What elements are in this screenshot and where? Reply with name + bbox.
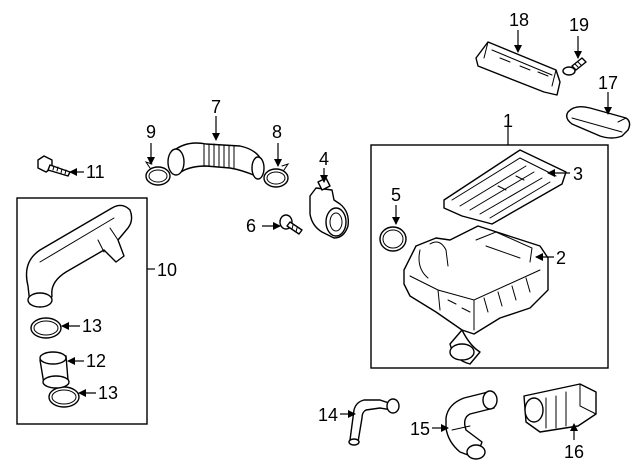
part-17-cover <box>565 105 631 139</box>
callout-7: 7 <box>211 97 221 117</box>
callout-13-lower: 13 <box>98 383 118 403</box>
part-4-mass-air-flow-sensor <box>309 177 350 239</box>
callout-2: 2 <box>556 248 566 268</box>
part-3-air-filter-element <box>443 149 567 225</box>
part-7-intake-duct <box>167 142 265 180</box>
part-5-seal <box>379 226 407 252</box>
callout-17: 17 <box>598 73 618 93</box>
callout-10: 10 <box>157 260 177 280</box>
callout-16: 16 <box>564 442 584 462</box>
callout-3: 3 <box>573 164 583 184</box>
callout-5: 5 <box>391 185 401 205</box>
callout-19: 19 <box>569 15 589 35</box>
air-cleaner-assembly-box <box>370 144 609 369</box>
callout-11: 11 <box>86 162 105 182</box>
part-15-elbow-hose <box>445 390 498 460</box>
part-12-coupler <box>39 351 70 389</box>
part-10-intake-tube <box>25 204 133 308</box>
part-11-bolt <box>37 155 71 177</box>
part-6-screw <box>279 214 303 235</box>
callout-6: 6 <box>246 216 256 236</box>
callout-8: 8 <box>272 122 282 142</box>
callout-4: 4 <box>319 149 329 169</box>
callout-15: 15 <box>410 419 430 439</box>
part-19-bolt <box>562 57 587 76</box>
part-16-resonator-duct <box>523 383 597 433</box>
part-18-cover-bracket <box>475 41 561 96</box>
callout-9: 9 <box>146 122 156 142</box>
part-14-vent-hose <box>348 398 400 446</box>
callout-14: 14 <box>318 405 338 425</box>
part-9-hose-clamp <box>144 161 171 186</box>
callout-1: 1 <box>503 111 513 131</box>
callout-12: 12 <box>86 351 106 371</box>
part-2-air-cleaner-housing <box>403 225 549 365</box>
callout-18: 18 <box>509 10 529 30</box>
part-13-clamp-upper <box>30 317 62 339</box>
part-13-clamp-lower <box>48 386 80 408</box>
part-8-hose-clamp <box>263 163 290 188</box>
intake-tube-group-box <box>16 197 148 425</box>
callout-13-upper: 13 <box>82 316 102 336</box>
